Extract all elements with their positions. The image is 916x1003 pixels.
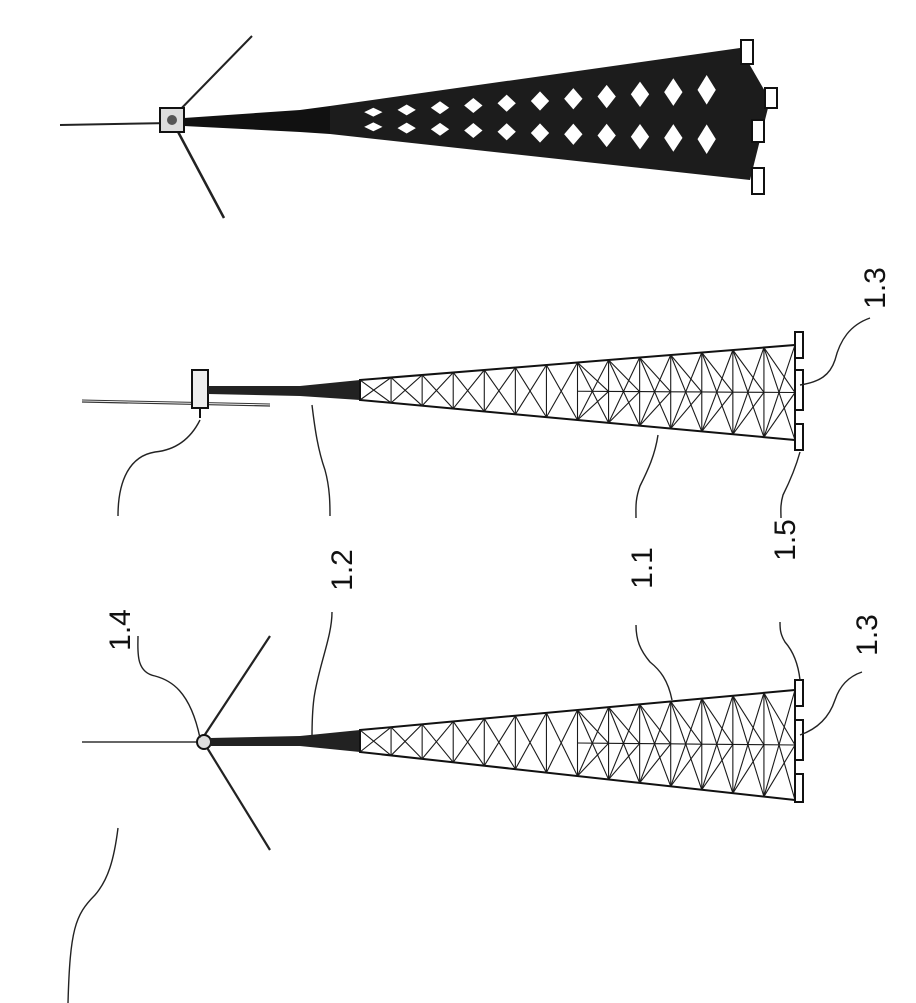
tower-shaft-bottom (210, 730, 360, 752)
label-tower-lattice: 1.1 (626, 547, 659, 589)
lattice-tower-top (330, 48, 770, 180)
foundation-feet-middle (795, 332, 803, 450)
wind-turbine-side-view (82, 636, 803, 850)
leader-1.2-upper (312, 405, 330, 516)
leader-1.2-lower (312, 612, 332, 738)
label-tower-upper: 1.2 (326, 549, 359, 591)
leader-1.1-upper (636, 435, 658, 518)
wind-turbine-perspective-view (60, 36, 777, 218)
leader-1.1-lower (636, 625, 672, 700)
leader-1.4-upper (118, 420, 200, 516)
label-foundation-right: 1.3 (859, 267, 892, 309)
label-foundation-left: 1.3 (851, 614, 884, 656)
leader-1.5 (781, 452, 800, 518)
foundation-feet-bottom (795, 680, 803, 802)
tower-shaft-top (184, 106, 330, 134)
label-rotor-hub: 1.4 (104, 609, 137, 651)
leader-1.5-lower (780, 622, 800, 680)
wind-turbine-front-view (82, 332, 803, 450)
leader-1.3-right (800, 318, 870, 385)
leader-1.3-left (800, 672, 862, 735)
tower-shaft-middle (208, 380, 360, 400)
leader-1.4-lower (138, 636, 200, 738)
label-foundation-pad: 1.5 (769, 519, 802, 561)
leader-figure-ref (68, 828, 118, 1003)
